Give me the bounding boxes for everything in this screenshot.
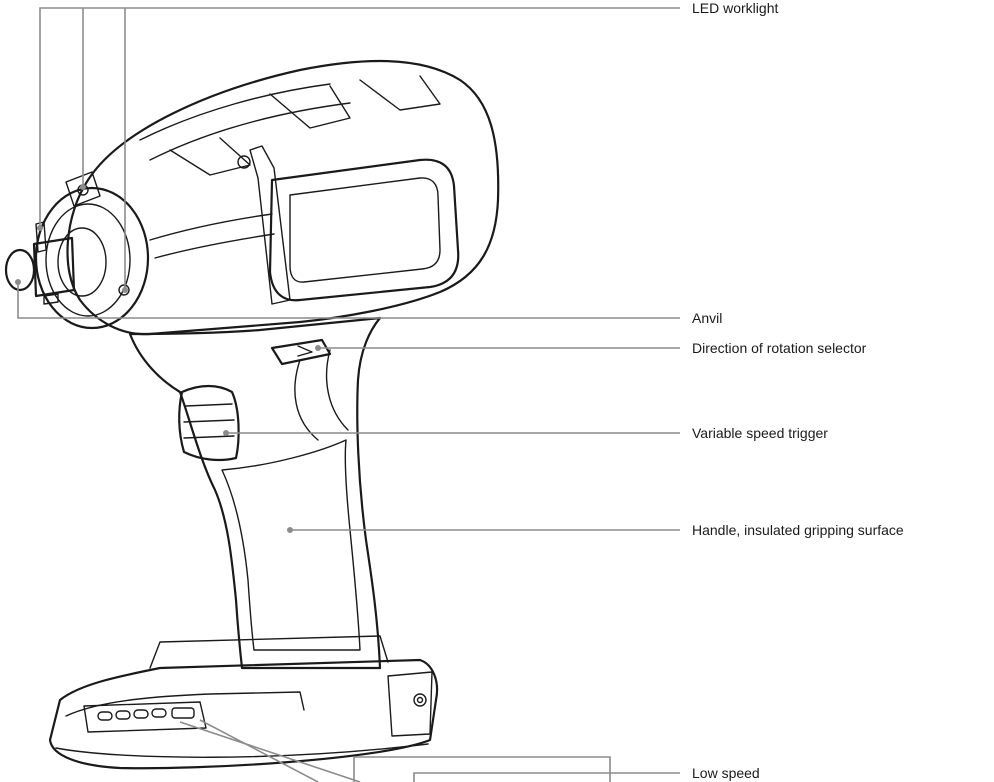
leader-speed-diagonal-1 [179,721,361,782]
leader-dot-handle [287,527,293,533]
speed-led-4 [151,708,167,718]
belt-clip [249,145,291,305]
head-band-2 [154,233,275,259]
leader-speed-bracket [353,756,611,782]
head-rib-4 [359,75,441,111]
base-bottom-edge [55,743,429,758]
side-panel-inner [289,177,441,283]
grip-surface-outline [221,439,361,651]
motor-housing-outline [66,59,500,336]
trigger-ridge-1 [185,403,233,407]
speed-led-2 [115,710,131,720]
nose-hub [57,227,107,297]
nose-ring-inner [45,203,131,317]
leader-low-speed [413,772,680,782]
battery-base-ledge [65,691,305,717]
leader-dot-trigger [223,430,229,436]
label-handle: Handle, insulated gripping surface [692,522,904,538]
label-led-worklight: LED worklight [692,0,779,16]
leader-dot-direction [315,345,321,351]
trigger-outline [178,384,240,462]
leader-anvil [17,282,680,319]
speed-led-1 [97,711,113,721]
head-band [149,213,273,241]
lanyard-hole [413,693,427,707]
battery-base-outline [48,658,439,770]
speed-button [171,707,195,719]
leader-dot-led-1 [37,225,43,231]
side-panel-outer [268,158,460,302]
leader-lines [15,7,680,782]
battery-side-block [387,671,433,737]
direction-arrow [297,345,313,357]
handle-curve-2 [325,349,349,431]
clip-screw [237,155,251,169]
handle-curve-1 [294,359,319,441]
leader-speed-diagonal-2 [199,719,319,782]
head-rib-3 [269,85,351,129]
speed-led-3 [133,709,149,719]
leader-dot-led-3 [122,287,128,293]
head-rib-2 [149,102,351,161]
leader-dot-led-2 [80,184,86,190]
nose-ring-outer [34,186,150,330]
led-lens-side [118,284,130,296]
label-anvil: Anvil [692,310,723,326]
tool-line-art [4,59,500,770]
leader-dot-anvil [15,279,21,285]
label-variable-speed-trigger: Variable speed trigger [692,425,828,441]
head-rib-1 [139,83,331,141]
direction-selector-outline [270,338,332,366]
label-low-speed: Low speed [692,765,760,781]
lanyard-hole-inner [416,696,424,704]
trigger-ridge-2 [183,419,235,423]
leader-led-worklight-1 [39,7,680,226]
anvil-detent [43,293,59,305]
label-direction-selector: Direction of rotation selector [692,340,867,356]
speed-panel [83,701,207,733]
battery-base-top [149,635,389,669]
handle-outline [128,316,382,670]
anvil-square [32,236,76,298]
trigger-ridge-3 [183,435,235,439]
head-rib-5 [169,137,251,176]
anvil-tip [4,248,36,292]
